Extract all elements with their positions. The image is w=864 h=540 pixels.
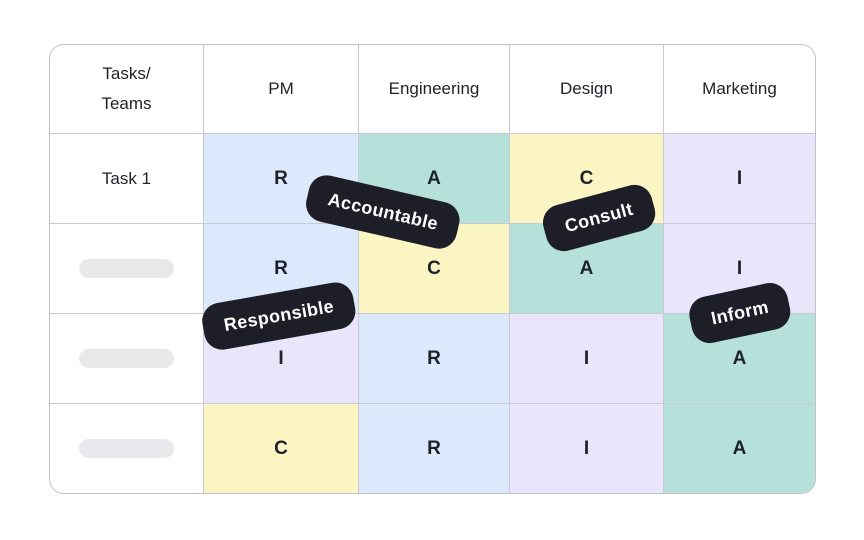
header-cell-design: Design xyxy=(509,45,663,133)
cell-row3-design[interactable]: I xyxy=(509,313,663,403)
cell-row4-marketing[interactable]: A xyxy=(663,403,815,493)
cell-row2-design[interactable]: A xyxy=(509,223,663,313)
row-label-row-3 xyxy=(50,313,203,403)
row-label-row-2 xyxy=(50,223,203,313)
row-label-placeholder xyxy=(79,439,174,458)
cell-row4-design[interactable]: I xyxy=(509,403,663,493)
raci-table: Tasks/ Teams PM Engineering Design Marke… xyxy=(49,44,816,494)
cell-row4-engineering[interactable]: R xyxy=(358,403,509,493)
cell-row3-engineering[interactable]: R xyxy=(358,313,509,403)
row-label-placeholder xyxy=(79,349,174,368)
header-cell-pm: PM xyxy=(203,45,358,133)
row-label-task-1: Task 1 xyxy=(50,133,203,223)
header-cell-engineering: Engineering xyxy=(358,45,509,133)
header-cell-marketing: Marketing xyxy=(663,45,815,133)
row-label-row-4 xyxy=(50,403,203,493)
row-label-placeholder xyxy=(79,259,174,278)
cell-task1-marketing[interactable]: I xyxy=(663,133,815,223)
header-cell-tasks-teams: Tasks/ Teams xyxy=(101,64,152,113)
cell-row4-pm[interactable]: C xyxy=(203,403,358,493)
